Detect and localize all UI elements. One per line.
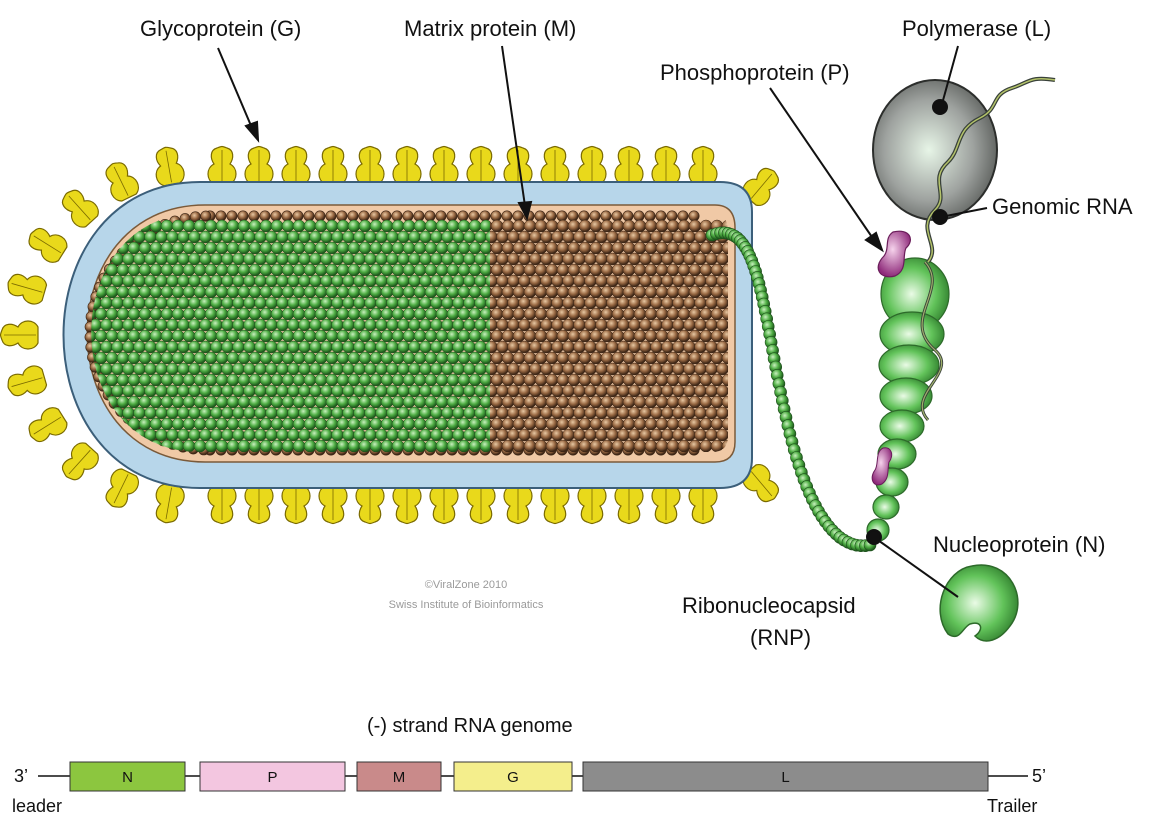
label-nucleoprotein: Nucleoprotein (N) xyxy=(933,532,1105,557)
glycoprotein-spike xyxy=(467,486,495,524)
genome-leader: leader xyxy=(12,796,62,816)
label-rnp-line1: Ribonucleocapsid xyxy=(682,593,856,618)
glycoprotein-spike xyxy=(23,222,70,266)
glycoprotein-spike xyxy=(578,147,606,185)
genome-5prime: 5’ xyxy=(1032,766,1046,786)
glycoprotein-spike xyxy=(1,321,39,349)
gene-label-p: P xyxy=(267,769,277,786)
glycoprotein-spike xyxy=(541,486,569,524)
label-genomic-rna: Genomic RNA xyxy=(992,194,1133,219)
glycoprotein-spike xyxy=(504,486,532,524)
glycoprotein-spike xyxy=(245,147,273,185)
glycoprotein-spike xyxy=(430,486,458,524)
glycoprotein-spike xyxy=(319,486,347,524)
glycoprotein-spike xyxy=(208,486,236,524)
glycoprotein-spike xyxy=(430,147,458,185)
label-matrix-protein: Matrix protein (M) xyxy=(404,16,576,41)
glycoprotein-spike xyxy=(356,147,384,185)
nucleocapsid-core xyxy=(84,220,740,452)
gene-label-g: G xyxy=(507,769,519,786)
glycoprotein-spike xyxy=(152,483,186,525)
glycoprotein-spike xyxy=(615,147,643,185)
glycoprotein-spike xyxy=(467,147,495,185)
credit-line1: ©ViralZone 2010 xyxy=(425,579,508,591)
nucleoprotein-shape xyxy=(940,565,1018,641)
glycoprotein-spike xyxy=(208,147,236,185)
glycoprotein-spike xyxy=(578,486,606,524)
glycoprotein-spike xyxy=(689,147,717,185)
rnp-helix xyxy=(867,258,949,541)
label-phosphoprotein: Phosphoprotein (P) xyxy=(660,60,850,85)
glycoprotein-spike xyxy=(152,145,186,187)
glycoprotein-spike xyxy=(245,486,273,524)
glycoprotein-spike xyxy=(652,486,680,524)
genome-3prime: 3’ xyxy=(14,766,28,786)
glycoprotein-spike xyxy=(652,147,680,185)
glycoprotein-spike xyxy=(319,147,347,185)
glycoprotein-spike xyxy=(56,439,102,486)
genome-trailer: Trailer xyxy=(987,796,1037,816)
glycoprotein-spike xyxy=(356,486,384,524)
label-polymerase: Polymerase (L) xyxy=(902,16,1051,41)
credit-line2: Swiss Institute of Bioinformatics xyxy=(389,599,544,611)
glycoprotein-spike xyxy=(4,364,48,401)
glycoprotein-spike xyxy=(56,184,102,231)
glycoprotein-spike xyxy=(282,147,310,185)
genome-title: (-) strand RNA genome xyxy=(367,715,573,737)
glycoprotein-spike xyxy=(393,147,421,185)
glycoprotein-spike xyxy=(393,486,421,524)
genome-map: (-) strand RNA genome N P M G L 3’ 5’ leader… xyxy=(12,715,1046,816)
glycoprotein-spike xyxy=(541,147,569,185)
label-rnp-line2: (RNP) xyxy=(750,625,811,650)
gene-label-m: M xyxy=(393,769,406,786)
glycoprotein-spike xyxy=(23,404,70,448)
glycoprotein-spike xyxy=(4,269,48,306)
gene-label-l: L xyxy=(781,769,789,786)
glycoprotein-spike xyxy=(615,486,643,524)
gene-label-n: N xyxy=(122,769,133,786)
label-glycoprotein: Glycoprotein (G) xyxy=(140,16,301,41)
glycoprotein-spike xyxy=(689,486,717,524)
glycoprotein-spike xyxy=(282,486,310,524)
